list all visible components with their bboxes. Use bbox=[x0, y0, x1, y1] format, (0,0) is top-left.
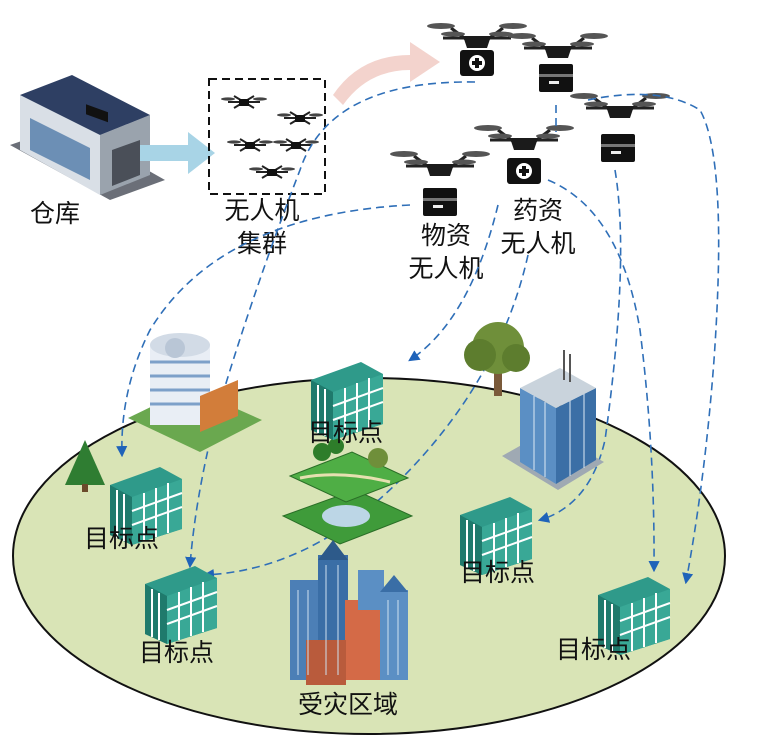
flight-path bbox=[408, 204, 499, 362]
tree-icon bbox=[464, 322, 530, 396]
flight-path bbox=[185, 81, 476, 569]
supply-drone-icon bbox=[506, 31, 610, 92]
hospital-building-icon bbox=[128, 333, 262, 452]
supply-drone-icon bbox=[568, 91, 672, 162]
swarm-drones-icon bbox=[220, 95, 324, 179]
supply-drone-icon bbox=[388, 149, 492, 216]
medicine-drone-icon bbox=[425, 21, 529, 76]
medicine-drone-label-line2: 无人机 bbox=[500, 229, 575, 258]
flight-path bbox=[116, 204, 411, 458]
swarm-label-line1: 无人机 bbox=[224, 196, 299, 225]
park-icon bbox=[281, 438, 414, 545]
medicine-drone-label-line1: 药资 bbox=[513, 196, 563, 225]
office-tower-icon bbox=[502, 350, 604, 490]
swarm-dispatch-arrow bbox=[333, 42, 440, 105]
target-label: 目标点 bbox=[556, 635, 631, 664]
warehouse-label: 仓库 bbox=[30, 199, 80, 228]
target-label: 目标点 bbox=[84, 524, 159, 553]
warehouse-to-swarm-arrow bbox=[140, 132, 215, 174]
pine-tree-icon bbox=[65, 440, 105, 492]
target-label: 目标点 bbox=[460, 558, 535, 587]
swarm-box bbox=[208, 78, 326, 195]
flight-path bbox=[537, 169, 622, 523]
flight-path bbox=[547, 179, 660, 573]
warehouse-icon bbox=[10, 75, 165, 200]
flight-path bbox=[587, 93, 720, 585]
disaster-area-label: 受灾区域 bbox=[298, 690, 398, 719]
target-label: 目标点 bbox=[308, 418, 383, 447]
supply-drone-label-line1: 物资 bbox=[421, 221, 471, 250]
city-buildings-icon bbox=[290, 540, 408, 685]
target-label: 目标点 bbox=[139, 638, 214, 667]
supply-drone-label-line2: 无人机 bbox=[408, 254, 483, 283]
